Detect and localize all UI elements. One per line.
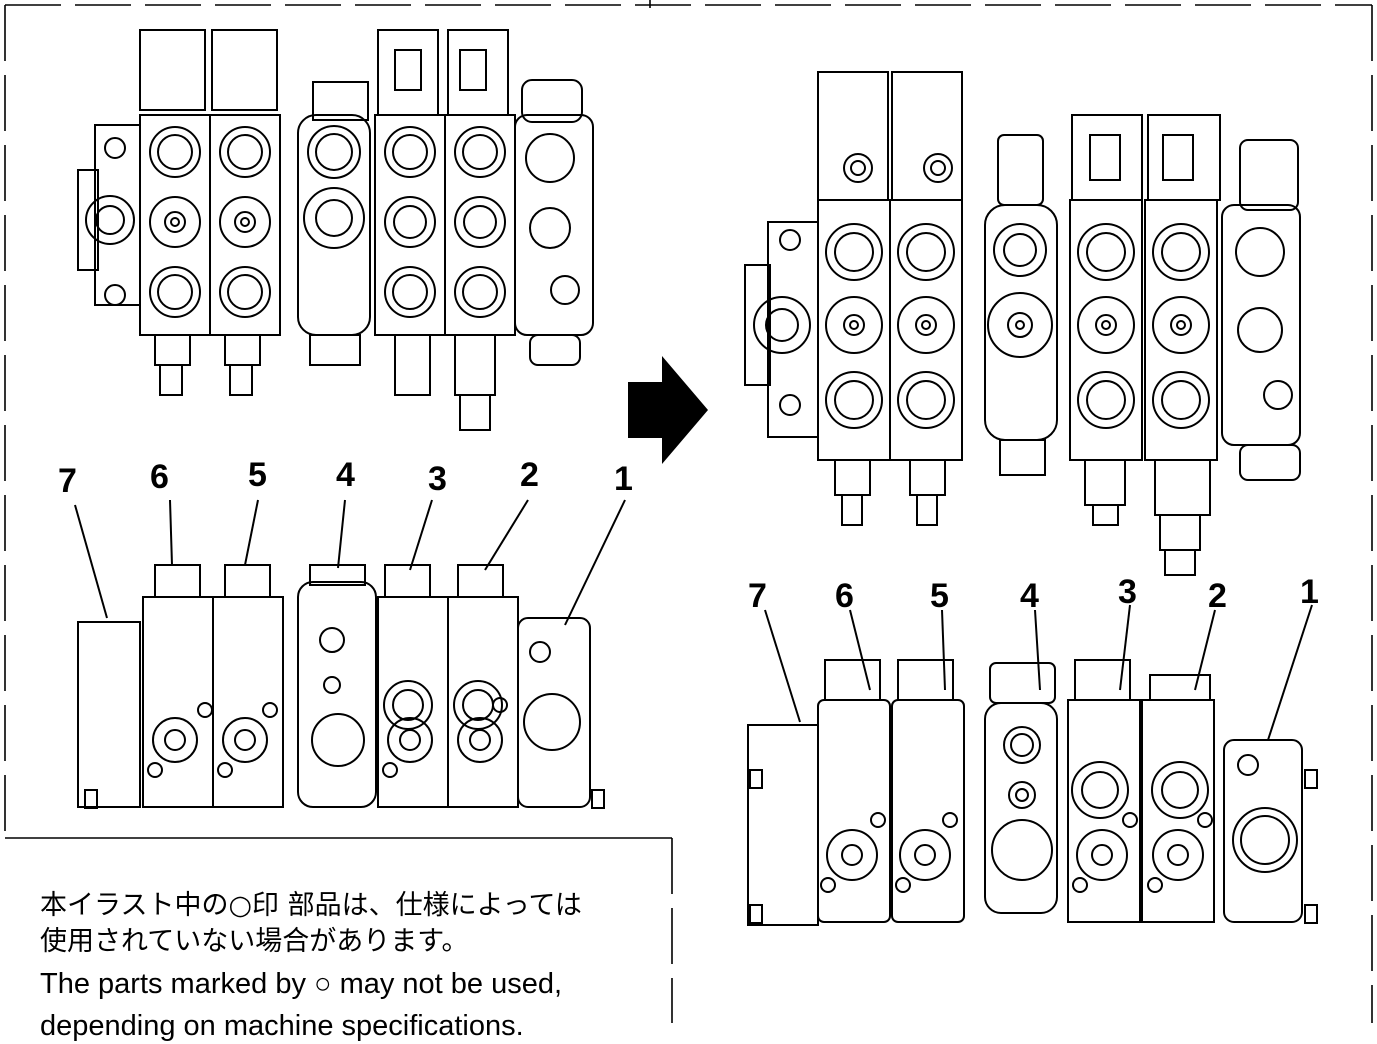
new-callout-7: 7 — [748, 577, 767, 615]
new-valve-front-view — [747, 604, 1318, 926]
old-callouts: 7 6 5 4 3 2 1 — [58, 456, 633, 500]
old-callout-2: 2 — [520, 456, 539, 494]
new-callout-1: 1 — [1300, 573, 1319, 611]
new-valve-top-view — [744, 71, 1301, 576]
note-ja-line1: 本イラスト中の○印 部品は、仕様によっては — [40, 890, 582, 921]
new-callouts: 7 6 5 4 3 2 1 — [748, 573, 1319, 615]
note-ja-line2: 使用されていない場合があります。 — [40, 926, 469, 957]
old-callout-6: 6 — [150, 458, 169, 496]
note-en-line2: depending on machine specifications. — [40, 1010, 524, 1042]
note-en-line1: The parts marked by ○ may not be used, — [40, 968, 563, 1000]
new-callout-3: 3 — [1118, 573, 1137, 611]
usage-note: 本イラスト中の○印 部品は、仕様によっては 使用されていない場合があります。 T… — [40, 888, 680, 1044]
old-valve-front-view — [74, 499, 626, 809]
old-callout-3: 3 — [428, 460, 447, 498]
old-callout-5: 5 — [248, 456, 267, 494]
old-valve-top-view — [77, 29, 594, 431]
new-callout-2: 2 — [1208, 577, 1227, 615]
new-callout-5: 5 — [930, 577, 949, 615]
arrow-right-icon — [628, 356, 708, 464]
new-callout-4: 4 — [1020, 577, 1039, 615]
valve-diagram: 7 6 5 4 3 2 1 — [4, 0, 1373, 1023]
old-callout-4: 4 — [336, 456, 355, 494]
old-callout-1: 1 — [614, 460, 633, 498]
new-callout-6: 6 — [835, 577, 854, 615]
old-callout-7: 7 — [58, 462, 77, 500]
